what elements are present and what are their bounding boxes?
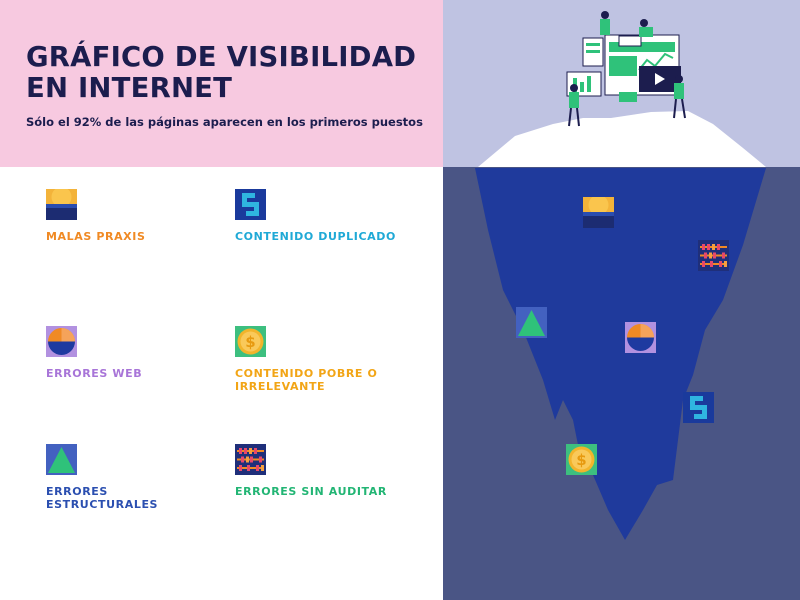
legend-item-contenido-pobre: CONTENIDO POBRE O IRRELEVANTE — [235, 326, 395, 393]
sun-square-icon — [583, 197, 614, 228]
half-circle-icon — [625, 322, 656, 353]
sun-square-icon — [46, 189, 77, 220]
page-subtitle: Sólo el 92% de las páginas aparecen en l… — [26, 115, 423, 129]
dollar-coin-icon — [566, 444, 597, 475]
legend-label: ERRORES WEB — [46, 367, 143, 380]
legend-item-contenido-duplicado: CONTENIDO DUPLICADO — [235, 189, 420, 243]
legend-item-errores-sin-auditar: ERRORES SIN AUDITAR — [235, 444, 420, 498]
title-line-2: EN INTERNET — [26, 72, 233, 104]
legend-label: ERRORES ESTRUCTURALES — [46, 485, 159, 511]
bracket-square-icon — [235, 189, 266, 220]
abacus-icon — [698, 240, 729, 271]
legend-label: MALAS PRAXIS — [46, 230, 146, 243]
iceberg-illustration — [443, 0, 800, 600]
iceberg-scene — [443, 0, 800, 600]
legend-label: CONTENIDO DUPLICADO — [235, 230, 396, 243]
half-circle-icon — [46, 326, 77, 357]
iceberg-underwater — [475, 168, 766, 540]
title-line-1: GRÁFICO DE VISIBILIDAD — [26, 41, 417, 73]
triangle-icon — [46, 444, 77, 475]
dollar-coin-icon — [235, 326, 266, 357]
legend-item-errores-web: ERRORES WEB — [46, 326, 231, 380]
people-on-computer-illustration — [566, 11, 686, 127]
legend-item-errores-estructurales: ERRORES ESTRUCTURALES — [46, 444, 176, 511]
legend-panel: MALAS PRAXIS CONTENIDO DUPLICADO ERRORES… — [0, 167, 443, 600]
legend-label: CONTENIDO POBRE O IRRELEVANTE — [235, 367, 378, 393]
bracket-square-icon — [683, 392, 714, 423]
abacus-icon — [235, 444, 266, 475]
header-banner: GRÁFICO DE VISIBILIDAD EN INTERNET Sólo … — [0, 0, 443, 167]
triangle-icon — [516, 307, 547, 338]
legend-item-malas-praxis: MALAS PRAXIS — [46, 189, 231, 243]
page-title: GRÁFICO DE VISIBILIDAD EN INTERNET — [26, 42, 436, 104]
legend-label: ERRORES SIN AUDITAR — [235, 485, 387, 498]
iceberg-tip — [478, 111, 766, 167]
